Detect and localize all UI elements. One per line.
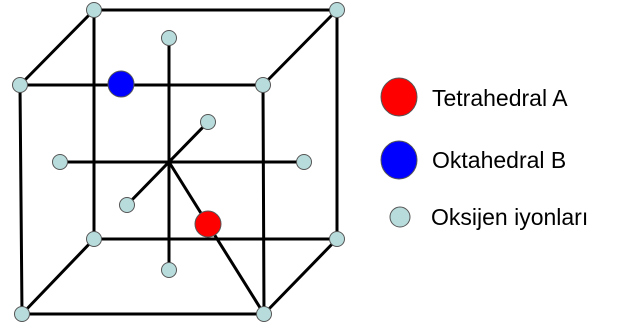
- octahedral-site: [107, 70, 135, 98]
- legend-item-octahedral: Oktahedral B: [380, 140, 566, 180]
- legend-tetrahedral-marker: [380, 77, 418, 117]
- oxygen-ion: [86, 2, 102, 18]
- oxygen-ion: [200, 114, 216, 130]
- lattice-edge: [18, 8, 96, 87]
- tetrahedral-site: [194, 210, 222, 238]
- oxygen-ion: [161, 30, 177, 46]
- oxygen-ion: [256, 306, 272, 322]
- oxygen-ion: [14, 306, 30, 322]
- legend-octahedral-marker: [380, 140, 418, 180]
- legend: Tetrahedral A Oktahedral B Oksijen iyonl…: [380, 77, 588, 230]
- oxygen-ion: [12, 77, 28, 93]
- legend-item-tetrahedral: Tetrahedral A: [380, 77, 568, 117]
- oxygen-ion: [255, 77, 271, 93]
- legend-item-oxygen: Oksijen iyonları: [389, 204, 588, 230]
- legend-oxygen-marker: [389, 206, 411, 228]
- lattice-edge: [261, 83, 266, 316]
- legend-oxygen-label: Oksijen iyonları: [431, 204, 588, 230]
- lattice-edge: [20, 237, 96, 316]
- atoms: [12, 2, 345, 322]
- legend-tetrahedral-label: Tetrahedral A: [432, 85, 568, 111]
- oxygen-ion: [52, 154, 68, 170]
- oxygen-ion: [329, 231, 345, 247]
- lattice-edge: [125, 120, 210, 207]
- oxygen-ion: [119, 197, 135, 213]
- lattice-edge: [261, 8, 339, 87]
- oxygen-ion: [86, 231, 102, 247]
- cube-edges: [18, 8, 339, 316]
- oxygen-ion: [329, 2, 345, 18]
- lattice-edge: [18, 83, 24, 316]
- lattice-edge: [262, 237, 339, 316]
- lattice-edge: [167, 160, 266, 316]
- oxygen-ion: [296, 154, 312, 170]
- oxygen-ion: [161, 262, 177, 278]
- legend-octahedral-label: Oktahedral B: [432, 147, 566, 173]
